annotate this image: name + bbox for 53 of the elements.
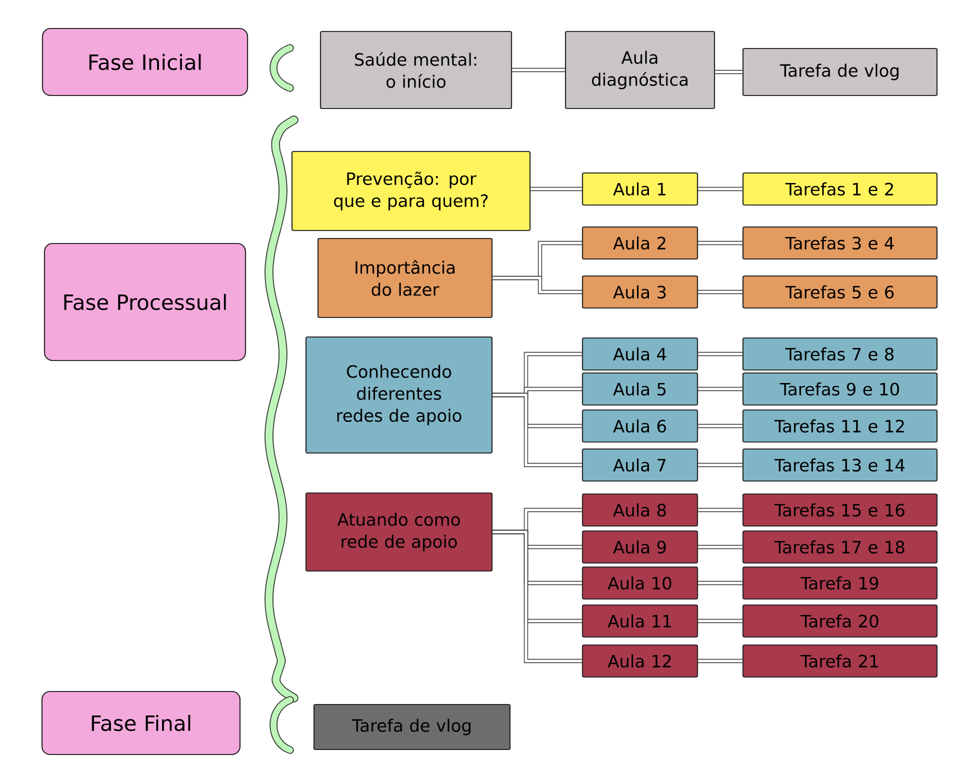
task-box: Tarefa de vlog <box>742 48 938 96</box>
task-box: Tarefas 3 e 4 <box>742 226 938 260</box>
task-box: Tarefa 21 <box>742 644 938 678</box>
connector <box>698 186 742 192</box>
phase-box: Fase Inicial <box>42 28 248 96</box>
connector <box>492 276 582 294</box>
task-box: Tarefa de vlog <box>313 704 511 750</box>
connector <box>530 186 582 192</box>
task-box: Tarefas 17 e 18 <box>742 530 938 564</box>
lesson-box: Aula 7 <box>582 448 698 482</box>
connector <box>698 544 742 550</box>
connector <box>492 392 582 468</box>
lesson-box: Aula 12 <box>582 644 698 678</box>
task-box: Tarefa 19 <box>742 566 938 600</box>
task-box: Tarefas 1 e 2 <box>742 172 938 206</box>
lesson-box: Aula 1 <box>582 172 698 206</box>
topic-box: Prevenção: por que e para quem? <box>291 150 531 232</box>
phase-box: Fase Final <box>41 690 241 756</box>
connector <box>715 70 742 74</box>
lesson-box: Aula 8 <box>582 493 698 527</box>
connector <box>698 658 742 664</box>
lesson-box: Aula 9 <box>582 530 698 564</box>
topic-box: Importância do lazer <box>317 238 493 318</box>
lesson-box: Aula 5 <box>582 372 698 406</box>
lesson-box: Aula 3 <box>582 275 698 309</box>
lesson-box: Aula diagnóstica <box>564 30 716 110</box>
lesson-box: Aula 2 <box>582 226 698 260</box>
connector <box>698 462 742 468</box>
connector <box>698 508 742 512</box>
connector <box>492 530 582 664</box>
lesson-box: Aula 11 <box>582 604 698 638</box>
lesson-box: Aula 4 <box>582 337 698 371</box>
connector <box>698 240 742 246</box>
connector <box>698 424 742 428</box>
connector <box>698 580 742 586</box>
phase-box: Fase Processual <box>44 242 246 362</box>
lesson-box: Aula 10 <box>582 566 698 600</box>
topic-box: Atuando como rede de apoio <box>305 492 493 572</box>
task-box: Tarefas 7 e 8 <box>742 337 938 371</box>
connector <box>698 290 742 294</box>
connector <box>698 352 742 356</box>
task-box: Tarefas 11 e 12 <box>742 409 938 443</box>
topic-box: Conhecendo diferentes redes de apoio <box>305 336 493 454</box>
connector <box>698 618 742 624</box>
task-box: Tarefas 5 e 6 <box>742 275 938 309</box>
topic-box: Saúde mental: o início <box>320 30 512 110</box>
connector <box>698 386 742 392</box>
task-box: Tarefas 9 e 10 <box>742 372 938 406</box>
connector <box>512 68 565 72</box>
task-box: Tarefa 20 <box>742 604 938 638</box>
task-box: Tarefas 15 e 16 <box>742 493 938 527</box>
lesson-box: Aula 6 <box>582 409 698 443</box>
task-box: Tarefas 13 e 14 <box>742 448 938 482</box>
